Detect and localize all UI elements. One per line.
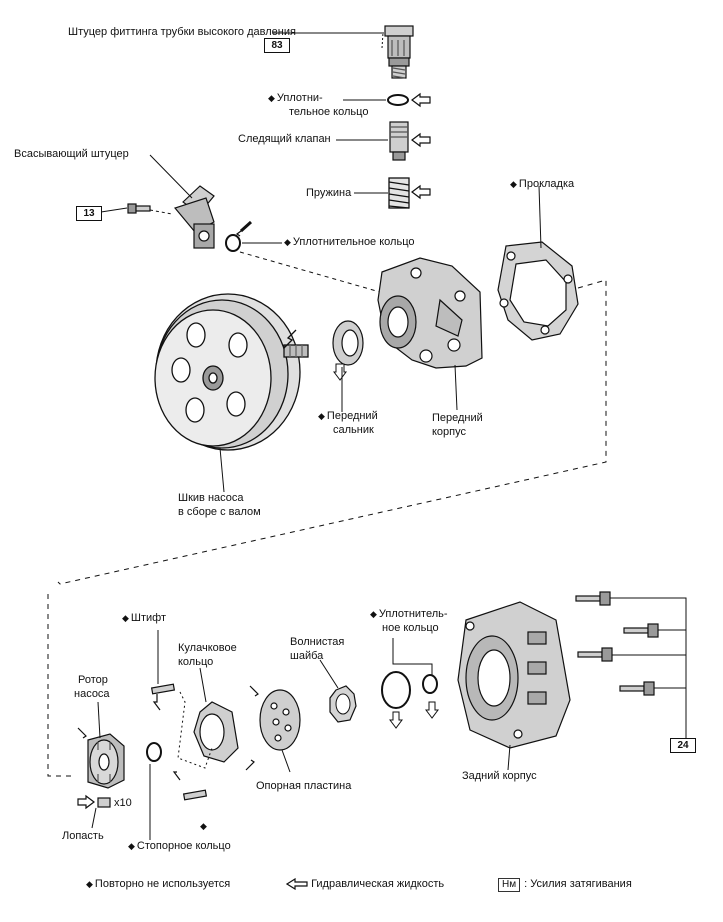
oring-rear-line1: Уплотнитель- xyxy=(378,608,448,620)
oring-top-line1: Уплотни- xyxy=(276,92,323,104)
torque-unit-box: Нм xyxy=(498,878,521,892)
torque-badge-rear: 24 xyxy=(670,738,696,753)
torque-badge-suction: 13 xyxy=(76,206,102,221)
label-rotor-1: Ротор xyxy=(78,674,108,686)
label-pin: ◆Штифт xyxy=(122,612,166,625)
label-suction-fitting: Всасывающий штуцер xyxy=(14,148,129,160)
label-oring-top: ◆Уплотни- xyxy=(268,92,323,105)
label-fitting: Штуцер фиттинга трубки высокого давления xyxy=(68,26,296,38)
legend-fluid: Гидравлическая жидкость xyxy=(285,878,445,891)
fluid-arrow-icon xyxy=(285,878,308,891)
not-reused-marker: ◆ xyxy=(86,879,93,889)
pin-text: Штифт xyxy=(130,612,167,624)
oring-rear xyxy=(381,671,439,729)
label-oring-suction: ◆Уплотнительное кольцо xyxy=(284,236,415,249)
rear-housing xyxy=(457,601,571,749)
legend-not-reused-text: Повторно не используется xyxy=(94,878,231,890)
label-support-plate: Опорная пластина xyxy=(256,780,352,792)
pins xyxy=(150,683,208,801)
label-cam-ring-1: Кулачковое xyxy=(178,642,237,654)
label-spring: Пружина xyxy=(306,187,352,199)
not-reused-marker: ◆ xyxy=(200,821,207,831)
marker-pin-lower: ◆ xyxy=(200,820,209,833)
label-wave-washer-1: Волнистая xyxy=(290,636,345,648)
oring-suction xyxy=(225,220,253,252)
gasket-text: Прокладка xyxy=(518,178,575,190)
label-oring-rear: ◆Уплотнитель- xyxy=(370,608,448,621)
snap-ring-text: Стопорное кольцо xyxy=(136,840,231,852)
label-gasket: ◆Прокладка xyxy=(510,178,574,191)
label-oring-rear-2: ное кольцо xyxy=(382,622,439,634)
label-front-seal-2: сальник xyxy=(333,424,374,436)
label-vane-count: x10 xyxy=(114,797,132,809)
pressure-fitting xyxy=(384,25,414,79)
not-reused-marker: ◆ xyxy=(122,613,129,623)
not-reused-marker: ◆ xyxy=(128,841,135,851)
not-reused-marker: ◆ xyxy=(370,609,377,619)
support-plate xyxy=(245,685,301,771)
front-seal-line1: Передний xyxy=(326,410,378,422)
wave-washer xyxy=(329,685,357,723)
label-front-housing-2: корпус xyxy=(432,426,467,438)
gasket xyxy=(497,241,579,341)
spring xyxy=(388,177,431,209)
pump-rotor xyxy=(77,727,125,789)
label-front-housing-1: Передний xyxy=(432,412,483,424)
pulley-shaft xyxy=(154,293,309,451)
front-seal xyxy=(332,320,364,381)
follow-valve xyxy=(389,121,431,161)
label-wave-washer-2: шайба xyxy=(290,650,324,662)
torque-badge-fitting: 83 xyxy=(264,38,290,53)
oring-suction-text: Уплотнительное кольцо xyxy=(292,236,415,248)
legend-torque-text: : Усилия затягивания xyxy=(524,878,632,890)
not-reused-marker: ◆ xyxy=(284,237,291,247)
vane xyxy=(77,794,111,810)
suction-bolt xyxy=(127,203,151,214)
label-snap-ring: ◆Стопорное кольцо xyxy=(128,840,231,853)
label-pulley-1: Шкив насоса xyxy=(178,492,244,504)
label-front-seal: ◆Передний xyxy=(318,410,378,423)
label-follow-valve: Следящий клапан xyxy=(238,133,331,145)
label-vane: Лопасть xyxy=(62,830,104,842)
not-reused-marker: ◆ xyxy=(318,411,325,421)
legend-fluid-text: Гидравлическая жидкость xyxy=(311,878,445,890)
legend-not-reused: ◆Повторно не используется xyxy=(86,878,230,890)
front-housing xyxy=(377,257,483,369)
label-rear-housing: Задний корпус xyxy=(462,770,537,782)
not-reused-marker: ◆ xyxy=(510,179,517,189)
rear-bolts xyxy=(575,591,659,696)
suction-fitting xyxy=(173,185,215,249)
label-pulley-2: в сборе с валом xyxy=(178,506,261,518)
cam-ring xyxy=(193,701,239,763)
label-oring-top-2: тельное кольцо xyxy=(289,106,369,118)
label-cam-ring-2: кольцо xyxy=(178,656,214,668)
label-rotor-2: насоса xyxy=(74,688,110,700)
oring-top xyxy=(387,93,431,107)
legend-torque: Нм: Усилия затягивания xyxy=(498,878,632,892)
not-reused-marker: ◆ xyxy=(268,93,275,103)
snap-ring xyxy=(146,742,162,762)
